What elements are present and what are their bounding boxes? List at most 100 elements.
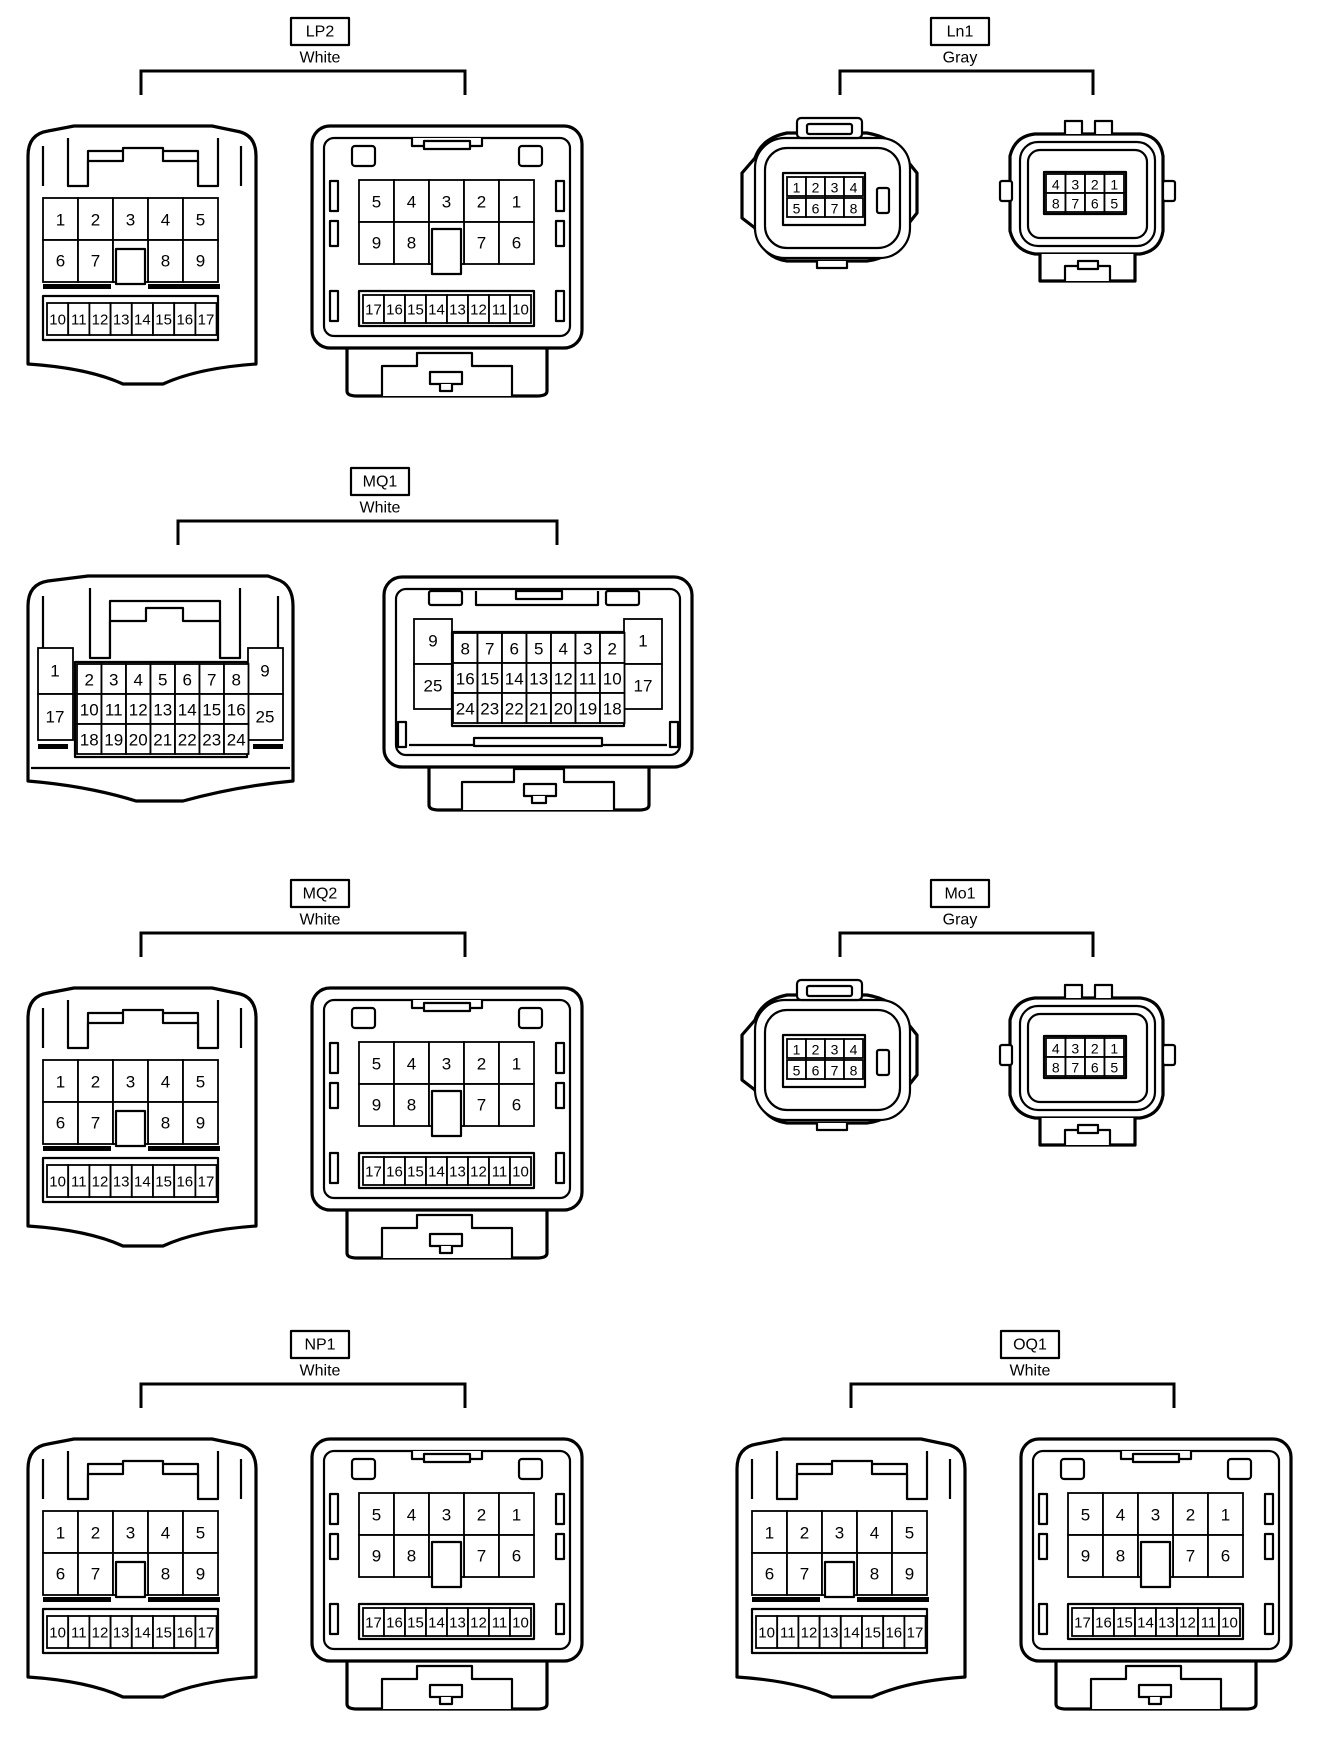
side-key <box>328 1602 340 1636</box>
side-key <box>328 289 340 323</box>
bottom-rib <box>815 261 849 270</box>
row3-pin: 16 <box>1095 1615 1112 1632</box>
latch-tab <box>108 606 222 658</box>
row1-pin: 3 <box>442 1506 451 1525</box>
side-key <box>554 1151 566 1185</box>
row1-pin: 5 <box>372 1055 381 1074</box>
row2-pin: 10 <box>80 701 99 720</box>
row2-pin: 5 <box>1110 1060 1118 1076</box>
guide-bar <box>422 1452 472 1464</box>
left-pin: 25 <box>424 677 443 696</box>
row3-cell <box>550 692 577 724</box>
row3-pin: 17 <box>198 312 215 329</box>
row1-pin: 2 <box>477 1506 486 1525</box>
row3-pin: 15 <box>864 1625 881 1642</box>
row2-cell <box>393 221 430 265</box>
row3-pin: 16 <box>386 302 403 319</box>
connector-color: White <box>300 50 341 67</box>
row3-cell <box>525 692 552 724</box>
row1-pin: 3 <box>109 671 118 690</box>
right-pin: 17 <box>634 677 653 696</box>
side-key <box>554 179 566 213</box>
row2-pin: 15 <box>202 701 221 720</box>
bracket-line <box>139 931 467 957</box>
row1-cell <box>182 197 219 241</box>
latch-tab <box>86 146 200 186</box>
side-key <box>328 1532 340 1561</box>
row2-cell <box>891 1552 928 1596</box>
row1-cell <box>463 1492 500 1536</box>
bracket-line <box>849 1382 1176 1408</box>
row1-cell <box>393 179 430 223</box>
side-key <box>328 219 340 248</box>
lock-tab <box>522 782 558 798</box>
divider-bar <box>43 1597 111 1602</box>
latch-inner <box>805 984 854 998</box>
row2-pin: 7 <box>1071 1060 1079 1076</box>
side-key <box>1263 1532 1275 1561</box>
row2-cell <box>393 1534 430 1578</box>
row2-pin: 7 <box>91 252 100 271</box>
key-slot <box>1139 1540 1172 1589</box>
row1-pin: 3 <box>126 1524 135 1543</box>
row2-pin: 10 <box>603 670 622 689</box>
row2-cell <box>843 197 864 218</box>
row3-pin: 16 <box>885 1625 902 1642</box>
row2-pin: 7 <box>477 234 486 253</box>
row3-pin: 12 <box>470 302 487 319</box>
row1-pin: 4 <box>161 1524 170 1543</box>
row1-pin: 5 <box>196 211 205 230</box>
row2-cell <box>476 662 503 694</box>
guide-slot <box>604 589 641 607</box>
side-key <box>554 219 566 248</box>
row1-pin: 1 <box>1110 1041 1118 1057</box>
row1-pin: 4 <box>407 1055 416 1074</box>
row2-pin: 13 <box>529 670 548 689</box>
key-slot <box>114 1109 147 1148</box>
row1-pin: 1 <box>56 211 65 230</box>
row3-pin: 19 <box>104 731 123 750</box>
top-tabs <box>1063 983 1114 998</box>
side-key <box>1263 1492 1275 1526</box>
row2-pin: 7 <box>477 1547 486 1566</box>
guide-bar <box>422 139 472 151</box>
row1-pin: 1 <box>765 1524 774 1543</box>
row1-pin: 6 <box>510 640 519 659</box>
label-box <box>929 878 991 909</box>
side-rail <box>750 1459 952 1499</box>
row3-pin: 12 <box>470 1164 487 1181</box>
row3-pin: 11 <box>71 312 87 329</box>
row3-pin: 12 <box>92 1174 109 1191</box>
connector-color: Gray <box>943 912 978 929</box>
row1-pin: 4 <box>1116 1506 1125 1525</box>
row3-pin: 14 <box>134 312 151 329</box>
row3-pin: 11 <box>492 1615 508 1632</box>
guide-slot <box>1226 1457 1253 1481</box>
row3-cell <box>194 1615 218 1649</box>
side-key <box>1037 1492 1049 1526</box>
row2-cell <box>358 221 395 265</box>
divider-bar <box>148 1597 220 1602</box>
row3-cell <box>501 692 528 724</box>
connector-color: Gray <box>943 50 978 67</box>
row1-cell <box>147 1510 184 1554</box>
row2-pin: 16 <box>227 701 246 720</box>
divider-bar <box>148 1146 220 1151</box>
row1-cell <box>112 1510 149 1554</box>
row3-pin: 12 <box>92 1625 109 1642</box>
polarity-key <box>875 1048 891 1077</box>
side-key <box>554 289 566 323</box>
row3-pin: 17 <box>907 1625 924 1642</box>
side-key <box>328 1041 340 1075</box>
guide-slot <box>350 1006 377 1030</box>
row1-pin: 5 <box>158 671 167 690</box>
row3-cell <box>149 723 176 755</box>
lock-tab <box>428 1683 464 1699</box>
label-box <box>289 1329 351 1360</box>
row3-pin: 10 <box>512 1164 529 1181</box>
